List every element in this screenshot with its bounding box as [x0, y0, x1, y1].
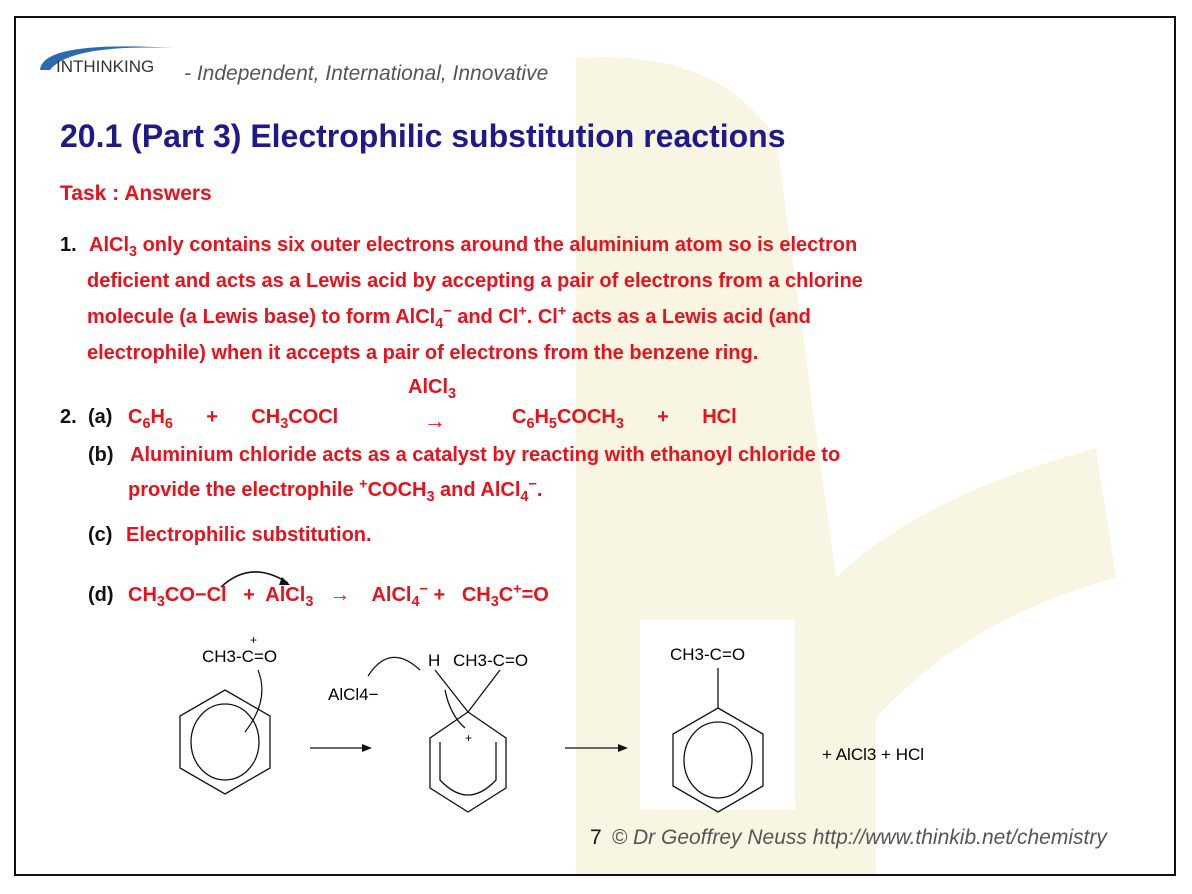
q1-line: AlCl3 only contains six outer electrons … [89, 234, 858, 260]
text-segment: only contains six outer electrons around… [137, 234, 858, 256]
text-segment: + CH [427, 584, 491, 606]
text-segment: electrophile) when it accepts a pair of … [87, 342, 759, 364]
text-segment: COCl [288, 406, 339, 428]
q2a-reactants: C6H6 + CH3COCl [128, 406, 339, 432]
text-segment: COCH [367, 479, 427, 501]
q2b-label: (b) [88, 444, 114, 466]
text-segment: molecule (a Lewis base) to form AlCl [87, 306, 436, 328]
subscript: 3 [615, 416, 624, 432]
subscript: 3 [305, 594, 314, 610]
page-title: 20.1 (Part 3) Electrophilic substitution… [60, 118, 786, 154]
superscript: + [518, 303, 527, 320]
text-segment: C [512, 406, 527, 428]
intermediate-group: CH3-C=O [453, 651, 528, 670]
text-segment: deficient and acts as a Lewis acid by ac… [87, 270, 863, 292]
subscript: 3 [490, 594, 499, 610]
charge-plus: + [250, 633, 257, 647]
superscript: − [443, 303, 452, 320]
q2a-label: (a) [88, 406, 113, 428]
subscript: 3 [156, 594, 165, 610]
text-segment: CH [128, 584, 157, 606]
text-segment: . [536, 479, 543, 501]
svg-text:INTHINKING: INTHINKING [56, 57, 154, 76]
q1-line: deficient and acts as a Lewis acid by ac… [87, 270, 863, 293]
superscript: − [419, 581, 428, 598]
text-segment: + HCl [623, 406, 737, 428]
q2c-text: Electrophilic substitution. [126, 524, 372, 547]
slide: INTHINKING - Independent, International,… [14, 16, 1176, 876]
tagline: - Independent, International, Innovative [184, 62, 549, 85]
q2b-line: Aluminium chloride acts as a catalyst by… [130, 444, 840, 467]
superscript: − [528, 476, 537, 493]
subscript: 4 [435, 316, 444, 332]
text-segment: . Cl [526, 306, 558, 328]
text-segment: =O [521, 584, 549, 606]
reaction-arrow: → [424, 408, 446, 433]
q2d-equation: CH3CO−Cl + AlCl3 → AlCl4− + CH3C+=O [128, 581, 549, 610]
text-segment: H [150, 406, 165, 428]
inthinking-logo: INTHINKING [40, 46, 175, 76]
subscript: 3 [280, 416, 289, 432]
curly-arrow-icon [220, 571, 290, 588]
text-segment: C [498, 584, 514, 606]
text-segment: + CH [172, 406, 281, 428]
alcl4-label: AlCl4− [328, 685, 379, 704]
hydrogen-label: H [428, 651, 440, 670]
subscript: 3 [426, 489, 435, 505]
subscript: 4 [520, 489, 529, 505]
superscript: + [359, 476, 368, 493]
footer: 7 © Dr Geoffrey Neuss http://www.thinkib.… [590, 826, 1107, 850]
subscript: 3 [448, 386, 457, 402]
charge-plus: + [465, 731, 472, 745]
subscript: 6 [526, 416, 535, 432]
page-number: 7 [590, 826, 602, 849]
q1-number: 1. [60, 234, 77, 256]
q2-number: 2. [60, 406, 77, 428]
text-segment: provide the electrophile [128, 479, 360, 501]
q2b-line: provide the electrophile +COCH3 and AlCl… [128, 476, 543, 505]
text-segment: → AlCl [313, 584, 412, 606]
acylium-label: CH3-C=O [202, 647, 277, 666]
text-segment: CO−Cl + AlCl [164, 584, 306, 606]
q1-line: molecule (a Lewis base) to form AlCl4− a… [87, 303, 811, 332]
subscript: 4 [411, 594, 420, 610]
text-segment: and Cl [451, 306, 519, 328]
q2a-products: C6H5COCH3 + HCl [512, 406, 737, 432]
arenium-ion [429, 669, 507, 813]
mechanism-diagram: CH3-C=O + AlCl4− H CH3-C=O + CH3-C=O + A… [179, 620, 924, 813]
text-segment: acts as a Lewis acid (and [566, 306, 811, 328]
text-segment: H [534, 406, 549, 428]
task-heading: Task : Answers [60, 182, 212, 205]
q2c-label: (c) [88, 524, 113, 546]
text-segment: COCH [556, 406, 616, 428]
text-segment: C [128, 406, 143, 428]
benzene-ring [672, 668, 764, 813]
superscript: + [513, 581, 522, 598]
copyright: © Dr Geoffrey Neuss http://www.thinkib.n… [611, 826, 1107, 849]
byproducts: + AlCl3 + HCl [822, 745, 924, 764]
text-segment: and AlCl [434, 479, 521, 501]
curly-arrow-icon [244, 669, 263, 733]
subscript: 3 [129, 244, 138, 260]
q1-line: electrophile) when it accepts a pair of … [87, 342, 758, 365]
subscript: 5 [548, 416, 557, 432]
curly-arrow-icon [367, 656, 421, 677]
text-segment: AlCl [89, 234, 129, 256]
subscript: 6 [164, 416, 173, 432]
subscript: 6 [142, 416, 151, 432]
q2a-catalyst: AlCl3 [408, 376, 457, 402]
text-segment: Electrophilic substitution. [126, 524, 372, 546]
text-segment: AlCl [408, 376, 448, 398]
product-group: CH3-C=O [670, 645, 745, 664]
superscript: + [557, 303, 567, 320]
benzene-ring [179, 689, 271, 795]
q2d-label: (d) [88, 584, 114, 606]
text-segment: Aluminium chloride acts as a catalyst by… [130, 444, 841, 466]
